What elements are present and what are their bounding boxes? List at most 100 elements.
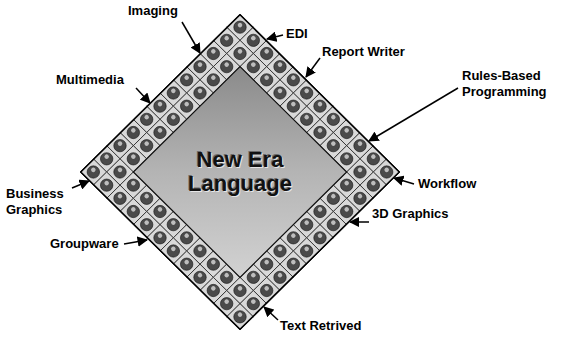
feature-label: Business Graphics	[6, 186, 81, 217]
stud-highlight	[303, 114, 309, 120]
leader-line	[267, 35, 283, 39]
stud-highlight	[277, 61, 283, 67]
tile-diamond	[80, 14, 400, 330]
stud-highlight	[237, 48, 243, 54]
stud-highlight	[223, 61, 229, 67]
stud-highlight	[103, 154, 109, 160]
leader-line	[182, 22, 200, 53]
tile-stud	[285, 97, 303, 114]
tile-stud	[298, 216, 316, 233]
stud-highlight	[290, 75, 296, 81]
stud-highlight	[250, 35, 256, 41]
stud-highlight	[317, 206, 323, 212]
stud-highlight	[250, 272, 256, 278]
tile-stud	[138, 190, 156, 207]
tile-stud	[338, 176, 356, 193]
leader-line	[72, 181, 89, 188]
leader-line	[369, 88, 458, 141]
stud-highlight	[330, 114, 336, 120]
stud-highlight	[197, 272, 203, 278]
tile-stud	[298, 111, 316, 128]
feature-label: Imaging	[128, 3, 178, 19]
stud-highlight	[330, 193, 336, 199]
leader-line	[264, 307, 278, 320]
stud-highlight	[143, 140, 149, 146]
stud-highlight	[170, 114, 176, 120]
feature-label: 3D Graphics	[372, 206, 449, 222]
tile-stud	[191, 242, 209, 259]
stud-highlight	[130, 180, 136, 186]
feature-label: EDI	[286, 26, 308, 42]
diamond-node: New Era Language	[80, 14, 400, 330]
stud-highlight	[250, 298, 256, 304]
stud-highlight	[357, 193, 363, 199]
stud-highlight	[117, 193, 123, 199]
stud-highlight	[157, 101, 163, 107]
feature-label: Rules-Based Programming	[462, 68, 562, 99]
leader-line	[306, 58, 320, 77]
stud-highlight	[223, 35, 229, 41]
stud-highlight	[343, 206, 349, 212]
tile-stud	[271, 84, 289, 101]
tile-stud	[218, 58, 236, 75]
stud-highlight	[317, 127, 323, 133]
stud-highlight	[317, 101, 323, 107]
stud-highlight	[130, 154, 136, 160]
tile-stud	[205, 255, 223, 272]
tile-stud	[311, 124, 329, 141]
tile-stud	[111, 163, 129, 180]
tile-stud	[151, 203, 169, 220]
stud-highlight	[157, 206, 163, 212]
stud-highlight	[143, 219, 149, 225]
diamond-outline	[81, 15, 400, 330]
tile-stud	[245, 269, 263, 286]
tile-stud	[271, 242, 289, 259]
stud-highlight	[343, 154, 349, 160]
stud-highlight	[277, 246, 283, 252]
stud-highlight	[130, 127, 136, 133]
stud-highlight	[237, 22, 243, 28]
leader-line	[124, 240, 147, 244]
stud-highlight	[277, 272, 283, 278]
stud-highlight	[250, 61, 256, 67]
tile-stud	[178, 229, 196, 246]
leader-line	[350, 221, 369, 223]
tile-stud	[138, 137, 156, 154]
stud-highlight	[183, 101, 189, 107]
leader-line	[394, 178, 414, 184]
feature-label: Text Retrived	[280, 318, 361, 334]
tile-stud	[311, 203, 329, 220]
stud-highlight	[303, 246, 309, 252]
stud-highlight	[117, 140, 123, 146]
stud-highlight	[277, 88, 283, 94]
tile-stud	[245, 58, 263, 75]
stud-highlight	[143, 193, 149, 199]
stud-highlight	[183, 75, 189, 81]
stud-highlight	[223, 298, 229, 304]
stud-highlight	[357, 140, 363, 146]
tile-stud	[231, 282, 249, 299]
stud-highlight	[370, 154, 376, 160]
stud-highlight	[263, 259, 269, 265]
tile-stud	[338, 150, 356, 167]
stud-highlight	[303, 88, 309, 94]
stud-highlight	[237, 312, 243, 318]
inner-panel	[133, 67, 346, 278]
stud-highlight	[90, 167, 96, 173]
stud-highlight	[210, 48, 216, 54]
tile-stud	[205, 71, 223, 88]
tile-stud	[231, 45, 249, 62]
leader-line	[136, 88, 150, 103]
stud-highlight	[157, 233, 163, 239]
stud-highlight	[263, 285, 269, 291]
tile-stud	[151, 124, 169, 141]
stud-highlight	[290, 259, 296, 265]
stud-highlight	[130, 206, 136, 212]
tile-stud	[125, 150, 143, 167]
tile-stud	[178, 97, 196, 114]
stud-highlight	[210, 285, 216, 291]
tile-stud	[325, 190, 343, 207]
stud-highlight	[157, 127, 163, 133]
stud-highlight	[170, 88, 176, 94]
stud-highlight	[317, 233, 323, 239]
